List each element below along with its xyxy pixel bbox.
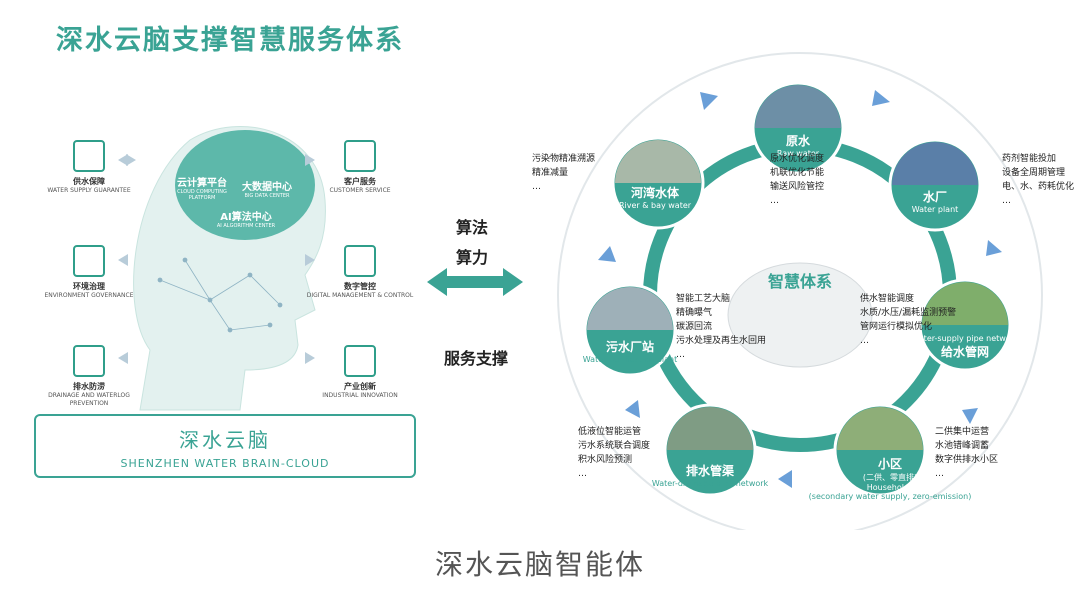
brain-shape	[175, 130, 315, 240]
water-tank-icon	[73, 140, 105, 172]
flow-arrows	[598, 90, 1002, 488]
service-support-label: 服务支撑	[444, 349, 509, 368]
shenzhen-water-brain-cloud-box: 深水云脑 SHENZHEN WATER BRAIN-CLOUD	[34, 414, 416, 478]
big-data-center-label: 大数据中心 BIG DATA CENTER	[242, 182, 292, 199]
smart-system-center-label: 智慧体系	[767, 272, 832, 291]
ai-algorithm-center-label: AI算法中心 AI ALGORITHM CENTER	[216, 212, 276, 229]
network-graph	[157, 257, 283, 333]
purification-desc: 智能工艺大脑精确曝气碳源回流污水处理及再生水回用…	[676, 294, 767, 360]
page-title: 深水云脑支撑智慧服务体系	[56, 25, 404, 56]
network-nodes-icon	[344, 245, 376, 277]
rain-cloud-icon	[73, 345, 105, 377]
double-arrow-icon	[427, 268, 523, 296]
industrial-innovation-item: 产业创新 INDUSTRIAL INNOVATION	[305, 345, 415, 400]
algorithm-label: 算法	[456, 218, 489, 237]
computing-power-label: 算力	[456, 248, 489, 267]
cloud-platform-label: 云计算平台 CLOUD COMPUTING PLATFORM	[177, 178, 227, 201]
water-supply-guarantee-item: 供水保障 WATER SUPPLY GUARANTEE	[34, 140, 144, 195]
factory-icon	[73, 245, 105, 277]
digital-management-item: 数字管控 DIGITAL MANAGEMENT & CONTROL	[305, 245, 415, 300]
smart-system-cycle-diagram	[557, 52, 1043, 530]
water-supply-desc: 供水智能调度水质/水压/漏耗监测预警管网运行模拟优化…	[860, 294, 957, 346]
water-plant-desc: 药剂智能投加设备全周期管理电、水、药耗优化…	[1002, 154, 1075, 206]
phone-icon	[344, 140, 376, 172]
lightbulb-icon	[344, 345, 376, 377]
river-desc: 污染物精准溯源精准减量…	[532, 154, 596, 192]
caption: 深水云脑智能体	[434, 548, 645, 581]
customer-service-item: 客户服务 CUSTOMER SERVICE	[305, 140, 415, 195]
brain-illustration	[133, 126, 326, 411]
environment-governance-item: 环境治理 ENVIRONMENT GOVERNANCE	[34, 245, 144, 300]
households-desc: 二供集中运营水池错峰调蓄数字供排水小区…	[935, 427, 999, 479]
node-households: 小区 (二供、零直排) Households (secondary water …	[808, 457, 972, 501]
drainage-prevention-item: 排水防涝 DRAINAGE AND WATERLOG PREVENTION	[34, 345, 144, 408]
raw-water-desc: 原水优化调度机联优化节能输送风险管控…	[770, 154, 825, 206]
side-arrows	[118, 154, 315, 364]
drainage-desc: 低液位智能运管污水系统联合调度积水风险预测…	[578, 427, 651, 479]
